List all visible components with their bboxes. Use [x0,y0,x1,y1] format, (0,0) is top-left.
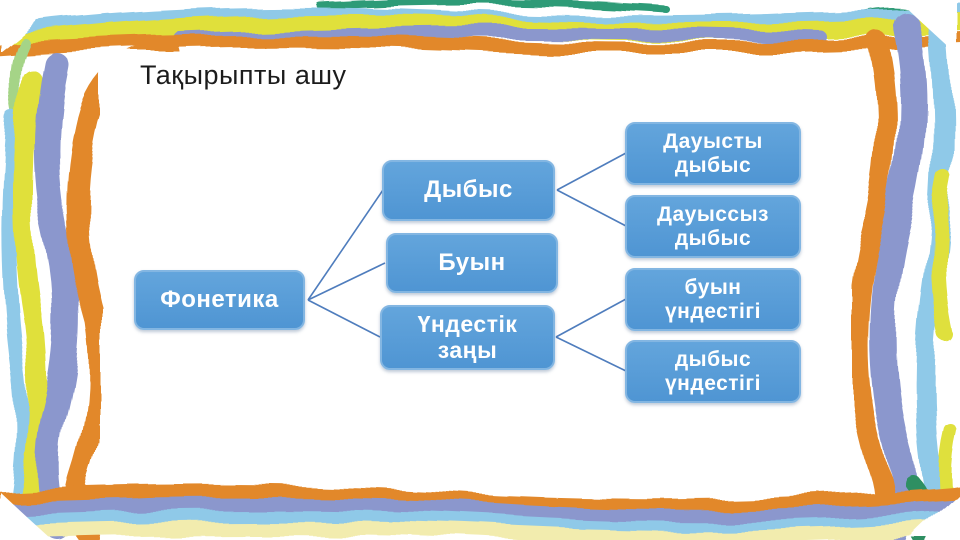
connector-root-sound [307,189,384,301]
connector-sound-consonant [556,189,627,227]
node-phonetics: Фонетика [134,270,305,330]
node-vowel-sound: Дауысты дыбыс [625,122,801,185]
node-consonant-sound: Дауыссыз дыбыс [625,195,801,258]
node-sound: Дыбыс [382,160,555,221]
connector-sound-vowel [556,152,627,191]
node-syllable: Буын [386,233,558,293]
slide-title: Тақырыпты ашу [140,60,347,90]
connector-harmony-sound [555,336,627,372]
node-harmony-law: Үндестік заңы [380,305,555,370]
node-sound-harmony: дыбыс үндестігі [625,340,801,403]
node-syllable-harmony: буын үндестігі [625,268,801,331]
connector-root-harmony-law [307,299,381,338]
connector-harmony-syllable [555,298,627,338]
connector-root-syllable [307,262,386,301]
